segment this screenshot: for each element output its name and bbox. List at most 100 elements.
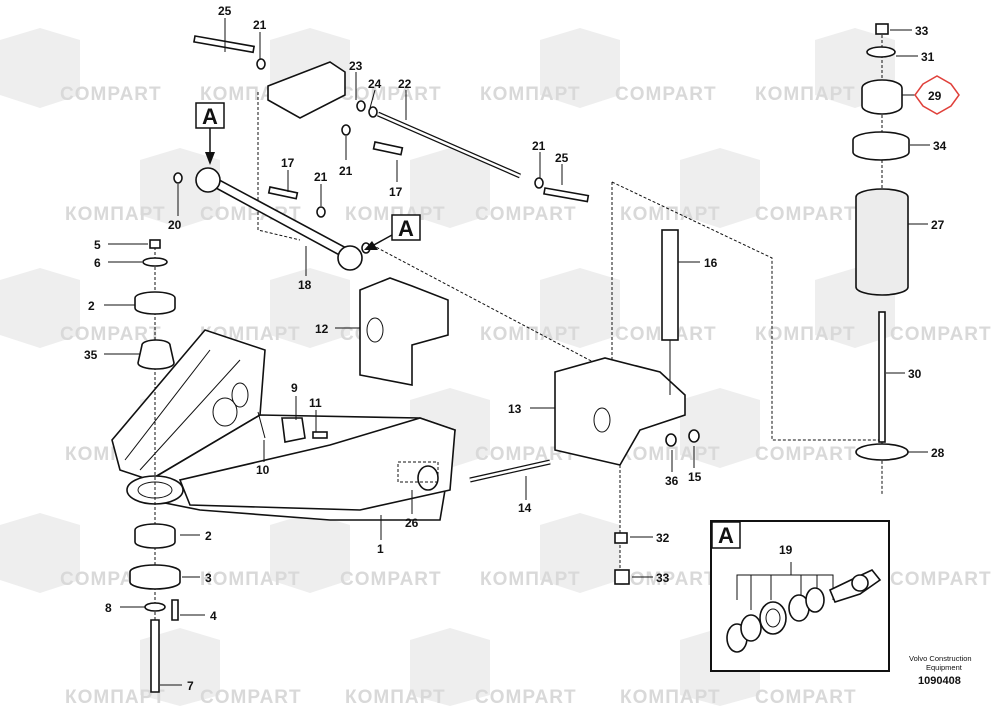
callout-22: 22 <box>398 77 412 91</box>
callout-34: 34 <box>933 139 947 153</box>
washer-part-24 <box>368 106 378 118</box>
callout-25: 25 <box>555 151 569 165</box>
watermark-text: COMPART <box>60 324 162 345</box>
washer-part-8 <box>144 602 166 612</box>
watermark-text: COMPART <box>615 569 717 590</box>
plate-part-28 <box>855 443 909 461</box>
callout-2: 2 <box>88 299 95 313</box>
watermark-text: КОМПАРТ <box>480 569 581 590</box>
nut-part-5 <box>149 239 161 249</box>
bushing-part-2-lower <box>134 523 176 549</box>
callout-32: 32 <box>656 531 670 545</box>
callout-21: 21 <box>339 164 353 178</box>
callout-7: 7 <box>187 679 194 693</box>
bushing-part-2-upper <box>134 291 176 315</box>
callout-14: 14 <box>518 501 532 515</box>
watermark-text: КОМПАРТ <box>480 84 581 105</box>
watermark-text: COMPART <box>60 84 162 105</box>
callout-2: 2 <box>205 529 212 543</box>
callout-33: 33 <box>915 24 929 38</box>
watermark-text: COMPART <box>475 687 577 706</box>
brand-line-1: Volvo Construction <box>909 654 972 663</box>
watermark-text: COMPART <box>475 444 577 465</box>
watermark-layer: COMPART КОМПАРТ COMPART КОМПАРТ COMPART … <box>0 28 991 706</box>
brackets-and-shock <box>257 229 700 585</box>
watermark-text: COMPART <box>475 204 577 225</box>
link-rod-part-18 <box>173 167 371 271</box>
watermark-text: КОМПАРТ <box>345 687 446 706</box>
highlight-part-29[interactable]: 29 <box>914 75 960 115</box>
callout-25: 25 <box>218 4 232 18</box>
washer-part-6 <box>142 257 168 267</box>
rubber-part-29 <box>861 79 903 115</box>
bolt-part-17-lower <box>267 186 299 200</box>
callout-6: 6 <box>94 256 101 270</box>
watermark-text: COMPART <box>200 687 302 706</box>
bolt-part-4 <box>171 599 179 621</box>
detail-box-a: A 19 <box>710 520 890 672</box>
callout-12: 12 <box>315 322 329 336</box>
left-pin-stack <box>129 239 181 693</box>
document-number: 1090408 <box>918 675 961 687</box>
bushing-part-19-exploded <box>726 562 882 653</box>
callout-23: 23 <box>349 59 363 73</box>
plate-part-3 <box>129 564 181 590</box>
highlight-hexagon[interactable] <box>914 75 960 115</box>
pin-part-10 <box>257 411 266 439</box>
watermark-text: КОМПАРТ <box>65 204 166 225</box>
bracket-part-13 <box>554 357 686 466</box>
callout-5: 5 <box>94 238 101 252</box>
washer-part-36 <box>665 433 677 447</box>
bolt-part-25-right <box>543 187 590 203</box>
watermark-text: COMPART <box>340 84 442 105</box>
watermark-text: COMPART <box>615 84 717 105</box>
rod-part-30 <box>878 311 886 443</box>
shock-part-16 <box>661 229 679 341</box>
top-rod-assembly <box>193 35 590 218</box>
detail-marker-right: A <box>364 214 421 250</box>
arrow-left-icon <box>364 241 378 250</box>
callout-29[interactable]: 29 <box>928 89 942 103</box>
marker-letter: A <box>202 104 218 129</box>
rod-part-22 <box>377 112 521 178</box>
rubber-part-35 <box>137 339 175 370</box>
callout-33: 33 <box>656 571 670 585</box>
watermark-text: КОМПАРТ <box>755 84 856 105</box>
marker-letter: A <box>398 216 414 241</box>
callout-10: 10 <box>256 463 270 477</box>
spring-part-27 <box>855 188 909 296</box>
callout-30: 30 <box>908 367 922 381</box>
washer-part-31 <box>866 46 896 58</box>
bracket-part-12 <box>359 277 449 386</box>
washer-part-20 <box>173 172 183 184</box>
watermark-text: КОМПАРТ <box>200 569 301 590</box>
callout-17: 17 <box>281 156 295 170</box>
a-frame-part-1 <box>111 329 456 521</box>
callout-11: 11 <box>309 396 322 410</box>
right-spring-stack <box>852 23 910 461</box>
nut-part-15 <box>688 429 700 443</box>
brand-line-2: Equipment <box>926 663 963 672</box>
callout-1: 1 <box>377 542 384 556</box>
watermark-text: КОМПАРТ <box>620 204 721 225</box>
watermark-text: КОМПАРТ <box>65 687 166 706</box>
callout-17: 17 <box>389 185 403 199</box>
watermark-text: КОМПАРТ <box>620 687 721 706</box>
washer-part-21-right <box>534 177 544 189</box>
washer-part-23 <box>356 100 366 112</box>
callout-8: 8 <box>105 601 112 615</box>
bolt-part-17-upper <box>372 141 404 156</box>
watermark-text: COMPART <box>755 687 857 706</box>
nut-part-33-top <box>875 23 889 35</box>
detail-box-letter: A <box>718 523 734 548</box>
leader-lines <box>104 18 930 686</box>
callout-15: 15 <box>688 470 702 484</box>
callout-21: 21 <box>314 170 328 184</box>
nut-part-32 <box>614 532 628 544</box>
callout-21: 21 <box>532 139 546 153</box>
bracket-top <box>267 61 346 119</box>
watermark-text: КОМПАРТ <box>755 324 856 345</box>
watermark-text: COMPART <box>755 444 857 465</box>
callout-4: 4 <box>210 609 217 623</box>
